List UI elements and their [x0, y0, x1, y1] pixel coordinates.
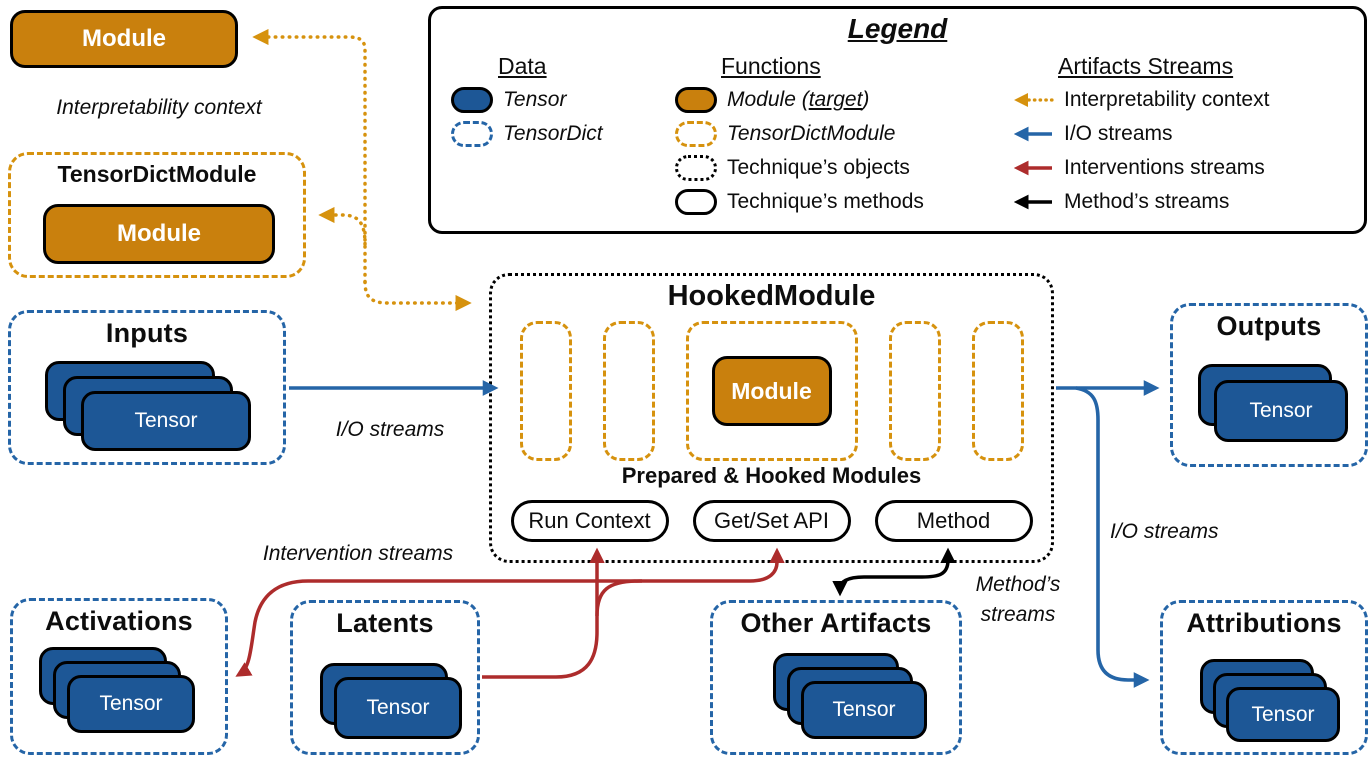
- technique-objects-swatch: [675, 155, 717, 181]
- intervention-stream-latents-to-run-context: [482, 547, 605, 679]
- inputs-title: Inputs: [105, 318, 189, 348]
- legend-item-tensordictmodule: TensorDictModule: [675, 121, 924, 147]
- latents-box: Latents Tensor: [290, 600, 480, 755]
- legend-data-heading: Data: [498, 53, 547, 79]
- interpretability-stream-to-hookedmodule: [363, 280, 472, 312]
- tensor-stack-front: Tensor: [1226, 687, 1340, 742]
- legend-data-column: Tensor TensorDict: [451, 87, 603, 147]
- tensor-swatch: [451, 87, 493, 113]
- legend-streams-column: Interpretability context I/O streams Int…: [1006, 87, 1269, 215]
- module-swatch: [675, 87, 717, 113]
- tensor-stack-front: Tensor: [1214, 380, 1348, 442]
- module-slot: [519, 321, 572, 461]
- hooked-module-box: HookedModule Module Prepared & Hooked Mo…: [489, 273, 1054, 563]
- legend-streams-heading: Artifacts Streams: [1058, 53, 1234, 79]
- other-artifacts-title: Other Artifacts: [740, 608, 932, 638]
- legend-functions-column: Module (target) TensorDictModule Techniq…: [675, 87, 924, 215]
- tensordictmodule-box: TensorDictModule Module: [8, 152, 306, 278]
- interpretability-module-box: Module: [10, 10, 238, 68]
- activations-box: Activations Tensor: [10, 598, 228, 755]
- legend-item-interventions-streams: Interventions streams: [1006, 155, 1269, 181]
- red-arrow-swatch: [1013, 160, 1052, 176]
- outputs-box: Outputs Tensor: [1170, 303, 1368, 467]
- intervention-streams-label: Intervention streams: [262, 542, 454, 565]
- legend-item-io-streams: I/O streams: [1006, 121, 1269, 147]
- legend-item-interpretability-context: Interpretability context: [1006, 87, 1269, 113]
- method-pill: Method: [874, 500, 1033, 542]
- interpretability-stream-to-tensordictmodule: [318, 206, 367, 246]
- slots-caption: Prepared & Hooked Modules: [621, 463, 922, 488]
- get-set-api-pill: Get/Set API: [692, 500, 851, 542]
- module-slot: [971, 321, 1024, 461]
- module-slot: [888, 321, 941, 461]
- module-slot-target: Module: [685, 321, 858, 461]
- legend-item-methods-streams: Method’s streams: [1006, 189, 1269, 215]
- tensor-stack-front: Tensor: [67, 675, 195, 733]
- io-streams-label-left: I/O streams: [335, 418, 445, 441]
- legend-item-module-target: Module (target): [675, 87, 924, 113]
- module-slot: [602, 321, 655, 461]
- tensordictmodule-inner-module: Module: [43, 204, 275, 264]
- legend-functions-heading: Functions: [721, 53, 821, 79]
- legend-item-technique-methods: Technique’s methods: [675, 189, 924, 215]
- technique-methods-swatch: [675, 189, 717, 215]
- activations-title: Activations: [45, 606, 193, 636]
- legend-box: Legend Data Functions Artifacts Streams …: [428, 6, 1367, 234]
- method-pill-row: Run Context Get/Set API Method: [492, 500, 1051, 542]
- tensordictmodule-swatch: [675, 121, 717, 147]
- hooked-module-title: HookedModule: [667, 280, 876, 312]
- run-context-pill: Run Context: [510, 500, 669, 542]
- module-label: Module: [117, 220, 201, 247]
- blue-arrow-swatch: [1013, 126, 1052, 142]
- module-label: Module: [82, 25, 166, 52]
- hooked-inner-module: Module: [711, 356, 832, 426]
- legend-title: Legend: [847, 13, 948, 44]
- dotted-orange-arrow-swatch: [1014, 92, 1054, 108]
- tensordict-swatch: [451, 121, 493, 147]
- inputs-box: Inputs Tensor: [8, 310, 286, 465]
- module-slot-row: Module: [492, 321, 1051, 461]
- tensor-stack-front: Tensor: [334, 677, 462, 739]
- tensordictmodule-title: TensorDictModule: [57, 161, 257, 187]
- io-streams-label-right: I/O streams: [1110, 520, 1219, 543]
- tensor-stack-front: Tensor: [81, 391, 251, 451]
- attributions-title: Attributions: [1186, 608, 1342, 638]
- interpretability-context-caption: Interpretability context: [56, 96, 262, 119]
- outputs-title: Outputs: [1216, 311, 1322, 341]
- tensor-stack-front: Tensor: [801, 681, 927, 739]
- legend-item-tensordict: TensorDict: [451, 121, 603, 147]
- legend-item-technique-objects: Technique’s objects: [675, 155, 924, 181]
- black-arrow-swatch: [1013, 194, 1052, 210]
- latents-title: Latents: [336, 608, 434, 638]
- other-artifacts-box: Other Artifacts Tensor: [710, 600, 962, 755]
- attributions-box: Attributions Tensor: [1160, 600, 1368, 755]
- legend-item-tensor: Tensor: [451, 87, 603, 113]
